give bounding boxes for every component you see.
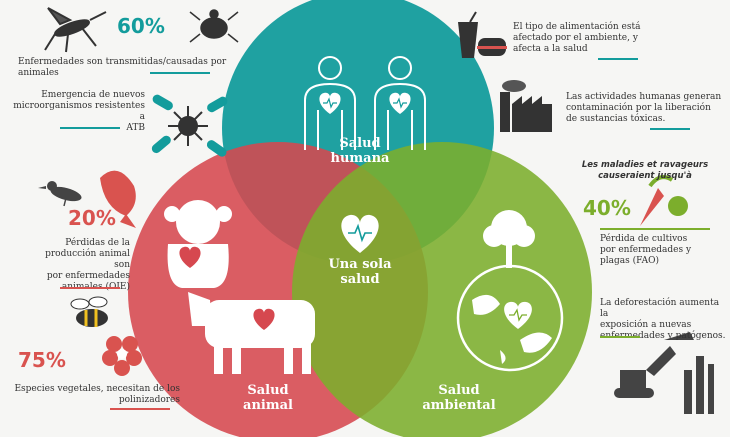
animal-percent: 20% xyxy=(68,206,116,230)
pollinator-percent: 75% xyxy=(18,348,66,372)
food-text: El tipo de alimentación está afectado po… xyxy=(513,22,641,54)
heart-icon xyxy=(341,214,379,253)
pollinator-text: Especies vegetales, necesitan de los pol… xyxy=(14,384,180,405)
person-icon xyxy=(374,56,426,150)
pill-icon xyxy=(151,94,228,157)
animal-underline xyxy=(60,287,120,289)
factory-icon xyxy=(500,80,552,132)
food-underline xyxy=(598,58,638,60)
heart-icon xyxy=(504,301,532,329)
earth-icon xyxy=(456,210,564,372)
flower-icon xyxy=(102,336,142,376)
human-health-title: Salud humana xyxy=(330,136,390,166)
vegetables-icon xyxy=(600,175,710,230)
bird-icon xyxy=(38,181,82,207)
animal-text: Pérdidas de la producción animal son por… xyxy=(45,238,130,292)
person-icon xyxy=(304,56,356,150)
industry-underline xyxy=(650,128,690,130)
vector-underline xyxy=(150,72,210,74)
environment-health-title: Salud ambiental xyxy=(422,383,496,413)
monkey-icon xyxy=(164,200,232,288)
bee-icon xyxy=(70,296,108,327)
heart-icon xyxy=(319,92,341,114)
tick-icon xyxy=(189,9,239,43)
vector-percent: 60% xyxy=(117,14,165,38)
crop-text: Pérdida de cultivos por enfermedades y p… xyxy=(600,234,692,266)
microbe-text: Emergencia de nuevos microorganismos res… xyxy=(13,90,145,133)
heart-icon xyxy=(253,308,275,330)
heart-icon xyxy=(179,246,201,268)
deforest-underline xyxy=(600,336,640,338)
animal-health-title: Salud animal xyxy=(243,383,293,413)
french-text: Les maladies et ravageurs causeraient ju… xyxy=(581,160,709,181)
heart-icon xyxy=(389,92,411,114)
industry-text: Las actividades humanas generan contamin… xyxy=(566,92,722,124)
food-icon xyxy=(458,11,507,58)
pollinator-underline xyxy=(110,408,170,410)
crop-percent: 40% xyxy=(583,196,631,220)
excavator-icon xyxy=(614,332,714,414)
fish-icon xyxy=(100,170,136,228)
mosquito-icon xyxy=(44,7,107,53)
vector-text: Enfermedades son transmitidas/causadas p… xyxy=(18,57,227,78)
virus-icon xyxy=(168,106,208,146)
microbe-underline xyxy=(60,127,120,129)
one-health-title: Una sola salud xyxy=(328,257,392,287)
